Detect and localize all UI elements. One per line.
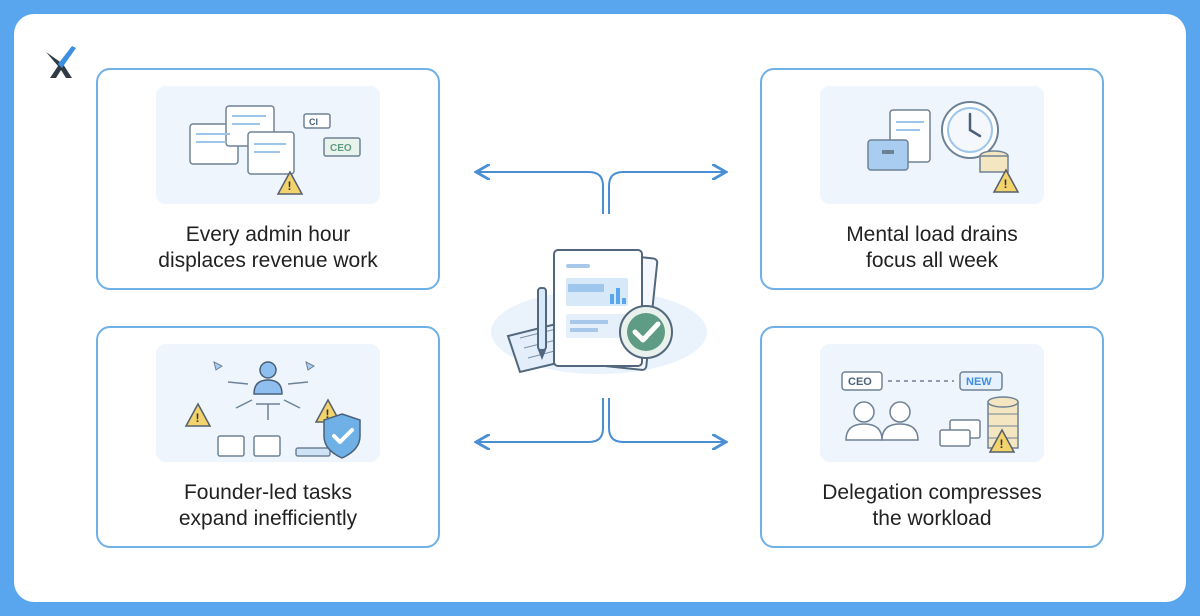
shield-icon xyxy=(323,413,361,459)
clock-folder-warning-illustration: ! xyxy=(820,86,1044,204)
person-arrows-shield-illustration: ! ! xyxy=(156,344,380,462)
card-mental-load: ! Mental load drains focus all week xyxy=(760,68,1104,290)
warning-icon xyxy=(184,402,212,427)
caption-line: Founder-led tasks xyxy=(183,481,353,504)
card-delegation: CEO NEW ! Delegation compresses the work… xyxy=(760,326,1104,548)
card-caption: Every admin hour displaces revenue work xyxy=(108,222,428,274)
card-caption: Delegation compresses the workload xyxy=(772,480,1092,532)
warning-icon xyxy=(988,428,1016,453)
svg-text:!: ! xyxy=(1004,177,1008,191)
badge-new: NEW xyxy=(966,376,992,388)
caption-line: displaces revenue work xyxy=(158,249,378,272)
delegation-people-coins-illustration: CEO NEW ! xyxy=(820,344,1044,462)
document-chart-checkmark-icon xyxy=(491,249,707,374)
center-illustration xyxy=(486,232,712,378)
svg-text:!: ! xyxy=(1000,437,1004,451)
warning-icon xyxy=(992,168,1020,193)
svg-text:!: ! xyxy=(196,411,200,425)
x-brand-logo xyxy=(46,46,76,78)
caption-line: focus all week xyxy=(866,249,998,272)
connector-bottom-left xyxy=(478,398,604,442)
caption-line: the workload xyxy=(872,507,992,530)
badge-ceo: CEO xyxy=(848,376,872,388)
caption-line: Mental load drains xyxy=(846,223,1018,246)
svg-text:!: ! xyxy=(326,407,330,421)
connector-top-right xyxy=(608,172,724,214)
connector-top-left xyxy=(478,172,604,214)
caption-line: expand inefficiently xyxy=(178,507,358,530)
caption-line: Every admin hour xyxy=(185,223,351,246)
caption-line: Delegation compresses xyxy=(822,481,1042,504)
card-admin-hour: CI CEO ! Every admin hour displaces reve… xyxy=(96,68,440,290)
badge-ci: CI xyxy=(309,117,318,127)
card-caption: Founder-led tasks expand inefficiently xyxy=(108,480,428,532)
connector-bottom-right xyxy=(608,398,724,442)
warning-icon xyxy=(276,170,304,195)
documents-warning-illustration: CI CEO ! xyxy=(156,86,380,204)
card-founder-led: ! ! Founder-led tasks expand inefficient… xyxy=(96,326,440,548)
card-caption: Mental load drains focus all week xyxy=(772,222,1092,274)
svg-text:!: ! xyxy=(288,179,292,193)
badge-ceo: CEO xyxy=(330,143,352,154)
